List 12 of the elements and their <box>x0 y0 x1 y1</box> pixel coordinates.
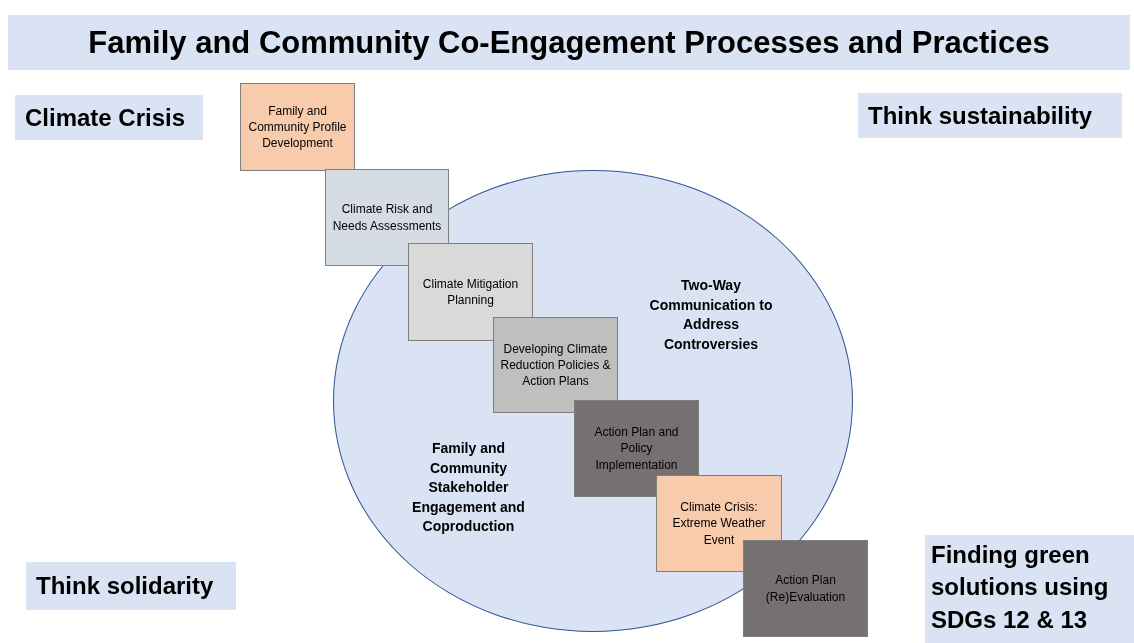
ellipse-text: Family and Community Stakeholder Engagement and Coproduction <box>411 439 526 537</box>
theme-label: Think solidarity <box>26 562 236 610</box>
title-banner: Family and Community Co-Engagement Processes and Practices <box>8 15 1130 70</box>
ellipse-text: Two-Way Communication to Address Controversies <box>648 276 774 354</box>
process-box: Action Plan and Policy Implementation <box>574 400 699 497</box>
theme-label: Finding green solutions using SDGs 12 & 13 <box>925 535 1134 643</box>
theme-label: Think sustainability <box>858 93 1122 138</box>
process-box: Developing Climate Reduction Policies & Action Plans <box>493 317 618 413</box>
process-box: Action Plan (Re)Evaluation <box>743 540 868 637</box>
process-box: Climate Mitigation Planning <box>408 243 533 341</box>
theme-label: Climate Crisis <box>15 95 203 140</box>
process-box: Family and Community Profile Development <box>240 83 355 171</box>
